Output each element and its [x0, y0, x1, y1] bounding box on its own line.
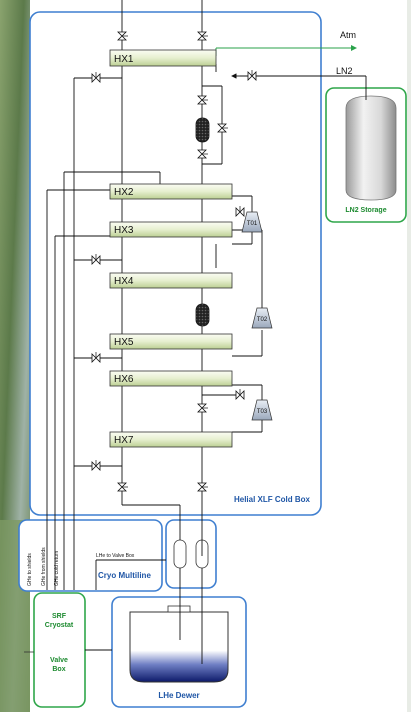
turbine-label: T01 — [247, 221, 258, 227]
heat-exchanger-hx7: HX7 — [109, 431, 233, 448]
ln2-storage-label: LN2 Storage — [345, 207, 386, 214]
srf-label: SRF — [52, 613, 67, 620]
valve-icon — [197, 149, 208, 159]
hx-label: HX6 — [114, 374, 134, 385]
valve-icon — [91, 254, 101, 265]
storage-tank-icon — [345, 95, 397, 201]
ghe-to-shields-label: GHe to shields — [27, 553, 33, 586]
turbine-label: T03 — [257, 409, 268, 415]
valve-icon — [197, 482, 208, 492]
ghe-cold-return-label: GHe cold return — [54, 550, 60, 586]
valve-icon — [197, 403, 208, 413]
ln2-label: LN2 — [336, 66, 353, 76]
turbine-label: T02 — [257, 317, 268, 323]
turbine-icon: T02 — [251, 307, 273, 329]
adsorber-icon — [195, 303, 210, 327]
hx-label: HX1 — [114, 54, 134, 65]
atm-label: Atm — [340, 30, 356, 40]
valve-icon — [235, 389, 245, 400]
valve-icon — [197, 95, 208, 105]
transfer-line-box — [165, 519, 217, 589]
valve-icon — [91, 352, 101, 363]
heat-exchanger-hx6: HX6 — [109, 370, 233, 387]
valve-icon — [117, 482, 128, 492]
valve-icon — [91, 460, 101, 471]
cryo-multiline-label: Cryo Multiline — [98, 571, 151, 580]
turbine-icon: T03 — [251, 399, 273, 421]
ghe-from-shields-label: GHe from shields — [41, 547, 47, 586]
valves — [91, 31, 257, 492]
heat-exchanger-hx4: HX4 — [109, 272, 233, 289]
heat-exchanger-hx3: HX3 — [109, 221, 233, 238]
turbine-icon: T01 — [241, 211, 263, 233]
valve-icon — [197, 31, 208, 41]
valve-label: Valve — [50, 657, 68, 664]
cold-box-label: Helial XLF Cold Box — [234, 495, 311, 504]
dewer-vessel — [129, 605, 229, 683]
transfer-bayonet-left — [173, 539, 187, 569]
hx-label: HX4 — [114, 276, 134, 287]
srf-cryostat-valve-box — [33, 592, 86, 708]
hx-label: HX3 — [114, 225, 134, 236]
heat-exchanger-hx2: HX2 — [109, 183, 233, 200]
hx-label: HX2 — [114, 187, 134, 198]
heat-exchanger-hx5: HX5 — [109, 333, 233, 350]
hx-label: HX7 — [114, 435, 134, 446]
background-photo-right — [407, 0, 411, 712]
valve-icon — [91, 72, 101, 83]
ln2-feed-line — [231, 73, 367, 100]
adsorber-icon — [195, 117, 210, 143]
lhe-dewer-label: LHe Dewer — [158, 691, 199, 700]
box-label: Box — [52, 666, 65, 673]
valve-icon — [235, 206, 245, 217]
heat-exchanger-hx1: HX1 — [109, 49, 217, 67]
valve-icon — [117, 31, 128, 41]
cryostat-label: Cryostat — [45, 622, 74, 629]
valve-icon — [217, 123, 228, 133]
cold-box-border — [29, 11, 322, 516]
lhe-to-valve-box-label: LHe to Valve Box — [96, 553, 135, 559]
hx-label: HX5 — [114, 337, 134, 348]
valve-icon — [247, 70, 257, 81]
